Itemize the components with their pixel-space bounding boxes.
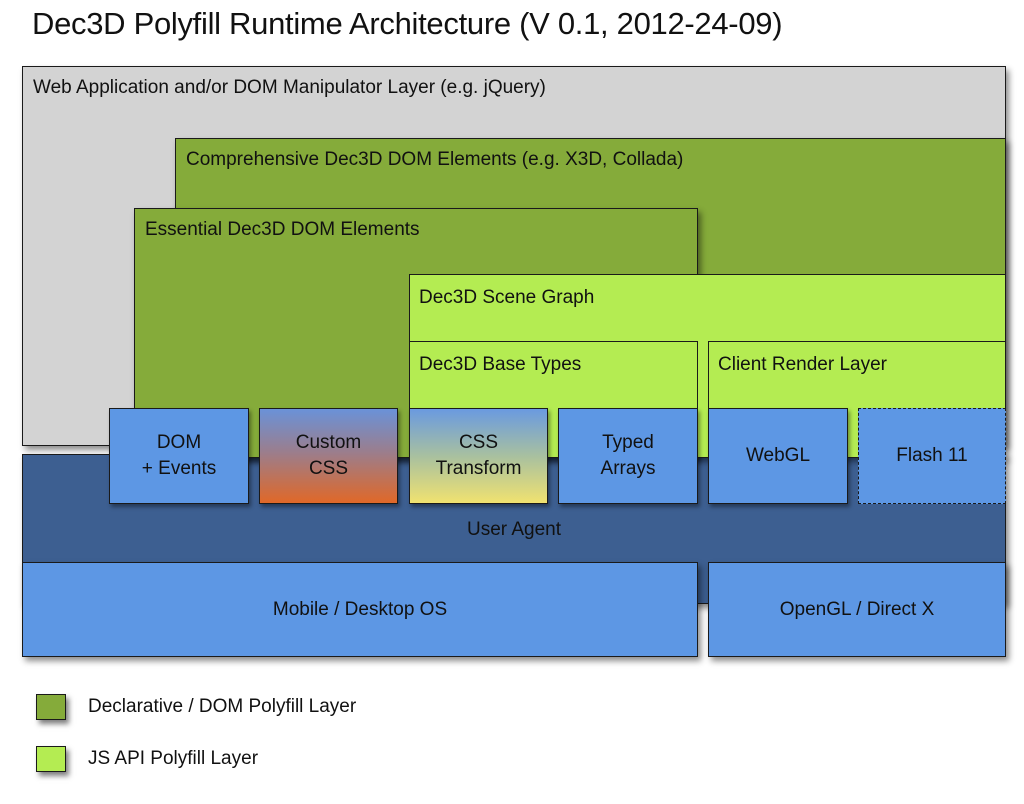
component-line2: Arrays <box>600 458 656 479</box>
base-types-label: Dec3D Base Types <box>419 354 582 375</box>
component-line1: Typed <box>602 432 654 453</box>
graphics-api-label: OpenGL / Direct X <box>779 598 935 620</box>
component-line1: DOM <box>156 432 202 453</box>
component-line2: CSS <box>308 458 349 479</box>
os-label: Mobile / Desktop OS <box>272 598 448 620</box>
web-application-label: Web Application and/or DOM Manipulator L… <box>33 77 546 98</box>
component-line2: Transform <box>435 458 522 479</box>
legend-swatch-js-api <box>36 746 66 772</box>
flash-11-component: Flash 11 <box>858 408 1006 504</box>
webgl-component: WebGL <box>708 408 848 504</box>
dom-events-component: DOM + Events <box>109 408 249 504</box>
essential-dom-elements-label: Essential Dec3D DOM Elements <box>145 219 420 240</box>
legend-label: Declarative / DOM Polyfill Layer <box>88 696 357 717</box>
comprehensive-dom-elements-label: Comprehensive Dec3D DOM Elements (e.g. X… <box>186 149 684 170</box>
diagram-title: Dec3D Polyfill Runtime Architecture (V 0… <box>32 6 783 41</box>
component-line1: CSS <box>458 432 499 453</box>
legend-item-js-api: JS API Polyfill Layer <box>36 746 258 772</box>
css-transform-component: CSS Transform <box>409 408 548 504</box>
client-render-label: Client Render Layer <box>718 354 887 375</box>
component-line2: + Events <box>141 458 217 479</box>
scene-graph-label: Dec3D Scene Graph <box>419 287 595 308</box>
os-layer: Mobile / Desktop OS <box>22 562 698 657</box>
component-line1: Custom <box>295 432 362 453</box>
legend-item-declarative: Declarative / DOM Polyfill Layer <box>36 694 356 720</box>
component-label: Flash 11 <box>896 445 968 466</box>
legend-swatch-declarative <box>36 694 66 720</box>
graphics-api-layer: OpenGL / Direct X <box>708 562 1006 657</box>
user-agent-label: User Agent <box>467 519 561 540</box>
component-label: WebGL <box>745 445 811 466</box>
legend-label: JS API Polyfill Layer <box>88 748 259 769</box>
